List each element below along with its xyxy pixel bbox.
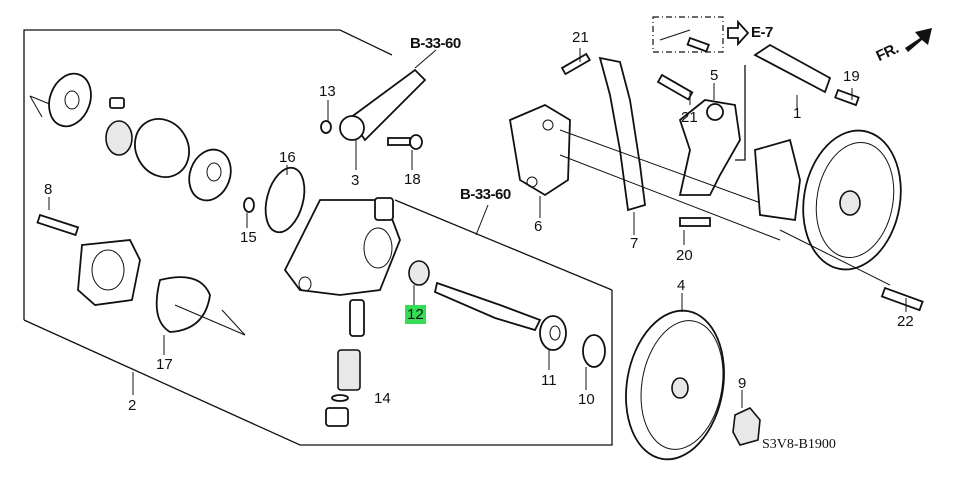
callout-8[interactable]: 8 (44, 181, 53, 198)
callout-1[interactable]: 1 (793, 105, 802, 122)
callout-15[interactable]: 15 (240, 229, 257, 246)
suction-joint (320, 49, 437, 150)
callout-9[interactable]: 9 (738, 375, 747, 392)
brackets (508, 52, 781, 241)
reference-e-7[interactable]: E-7 (751, 24, 773, 41)
callout-17[interactable]: 17 (156, 356, 173, 373)
callout-12[interactable]: 12 (405, 305, 426, 324)
pulley (625, 309, 761, 461)
callout-5[interactable]: 5 (710, 67, 719, 84)
pump-assembly-right (754, 129, 924, 312)
callout-10[interactable]: 10 (578, 391, 595, 408)
callout-19[interactable]: 19 (843, 68, 860, 85)
diagram-code: S3V8-B1900 (762, 437, 836, 452)
callout-12-highlight: 12 (405, 305, 426, 324)
front-direction-arrow (905, 28, 932, 52)
callout-18[interactable]: 18 (404, 171, 421, 188)
pump-cover (36, 213, 246, 336)
reference-b-33-60-top[interactable]: B-33-60 (410, 35, 461, 52)
stay (735, 43, 860, 161)
callout-6[interactable]: 6 (534, 218, 543, 235)
flow-control-valve (325, 299, 365, 427)
callout-3[interactable]: 3 (351, 172, 360, 189)
callout-13[interactable]: 13 (319, 83, 336, 100)
callout-16[interactable]: 16 (279, 149, 296, 166)
callout-21[interactable]: 21 (572, 29, 589, 46)
callout-7[interactable]: 7 (630, 235, 639, 252)
e7-reference-box (652, 16, 750, 53)
callout-21b[interactable]: 21 (681, 109, 698, 126)
callout-2[interactable]: 2 (128, 397, 137, 414)
callout-14[interactable]: 14 (374, 390, 391, 407)
callout-11[interactable]: 11 (541, 372, 557, 389)
callout-4[interactable]: 4 (677, 277, 686, 294)
leader-lines (48, 48, 907, 408)
assembly-boundary (23, 29, 613, 446)
callout-20[interactable]: 20 (676, 247, 693, 264)
shaft-assembly (408, 260, 606, 368)
pump-body (283, 197, 401, 296)
pump-internals (29, 72, 306, 234)
callout-22[interactable]: 22 (897, 313, 914, 330)
reference-b-33-60-mid[interactable]: B-33-60 (460, 186, 511, 203)
